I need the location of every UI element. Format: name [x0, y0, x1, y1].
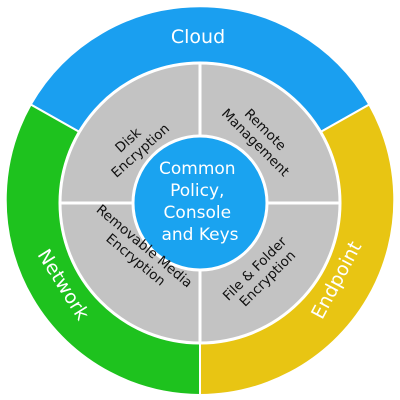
center-circle: [131, 134, 269, 272]
label-center: Common Policy, Console and Keys: [159, 159, 241, 245]
label-cloud: Cloud: [171, 26, 225, 48]
